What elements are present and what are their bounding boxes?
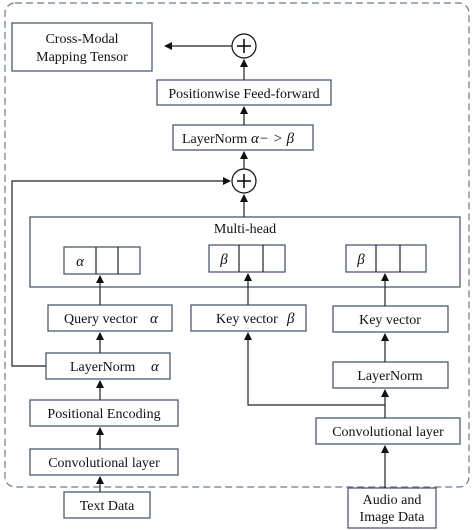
conv-right-label: Convolutional layer: [332, 425, 444, 440]
key-vector-block: Key vector: [332, 305, 449, 333]
audio-image-label-line2: Image Data: [360, 510, 426, 525]
layernorm-right-block: LayerNorm: [332, 361, 449, 389]
multi-head-label: Multi-head: [214, 222, 276, 237]
layernorm-left-math: α: [151, 359, 160, 375]
outer-dashed-frame: [4, 2, 470, 488]
key2-tensor-cells: β: [345, 244, 427, 273]
key-vector-beta-math: β: [286, 311, 295, 327]
key1-tensor-symbol: β: [219, 252, 228, 268]
query-tensor-cells: α: [63, 246, 141, 275]
positional-encoding-block: Positional Encoding: [29, 399, 179, 427]
layernorm-alpha-beta-block: LayerNorm α− > β: [172, 124, 314, 151]
arrow-conv-to-key-beta: [244, 332, 385, 406]
cross-modal-mapping-tensor-block: Cross-Modal Mapping Tensor: [11, 22, 153, 72]
key-vector-label: Key vector: [359, 313, 421, 328]
feed-forward-block: Positionwise Feed-forward: [156, 79, 332, 106]
cross-modal-label-line1: Cross-Modal: [45, 32, 118, 47]
layernorm-top-label: LayerNorm: [182, 132, 247, 147]
audio-image-label-line1: Audio and: [363, 493, 422, 508]
query-vector-block: Query vector α: [47, 304, 173, 332]
residual-connection-line: [11, 177, 231, 367]
query-vector-label: Query vector: [64, 312, 138, 327]
layernorm-left-label: LayerNorm: [70, 360, 135, 375]
key1-tensor-cells: β: [208, 244, 286, 273]
conv-layer-left-block: Convolutional layer: [29, 448, 179, 476]
text-data-block: Text Data: [63, 491, 151, 519]
key-vector-beta-block: Key vector β: [190, 304, 307, 332]
text-data-label: Text Data: [80, 499, 135, 514]
layernorm-top-math: α− > β: [251, 131, 295, 147]
key2-tensor-symbol: β: [356, 252, 365, 268]
conv-left-label: Convolutional layer: [48, 456, 160, 471]
key-vector-beta-label: Key vector: [216, 312, 278, 327]
middle-add-operator: [231, 168, 257, 194]
feed-forward-label: Positionwise Feed-forward: [168, 87, 319, 102]
positional-encoding-label: Positional Encoding: [47, 407, 160, 422]
cross-modal-label-line2: Mapping Tensor: [36, 50, 128, 65]
top-add-operator: [231, 33, 257, 59]
conv-layer-right-block: Convolutional layer: [315, 417, 461, 445]
layernorm-alpha-block: LayerNorm α: [45, 352, 171, 380]
query-vector-math: α: [150, 311, 159, 327]
layernorm-right-label: LayerNorm: [357, 369, 422, 384]
audio-image-data-block: Audio and Image Data: [347, 487, 437, 529]
query-tensor-symbol: α: [76, 254, 85, 270]
